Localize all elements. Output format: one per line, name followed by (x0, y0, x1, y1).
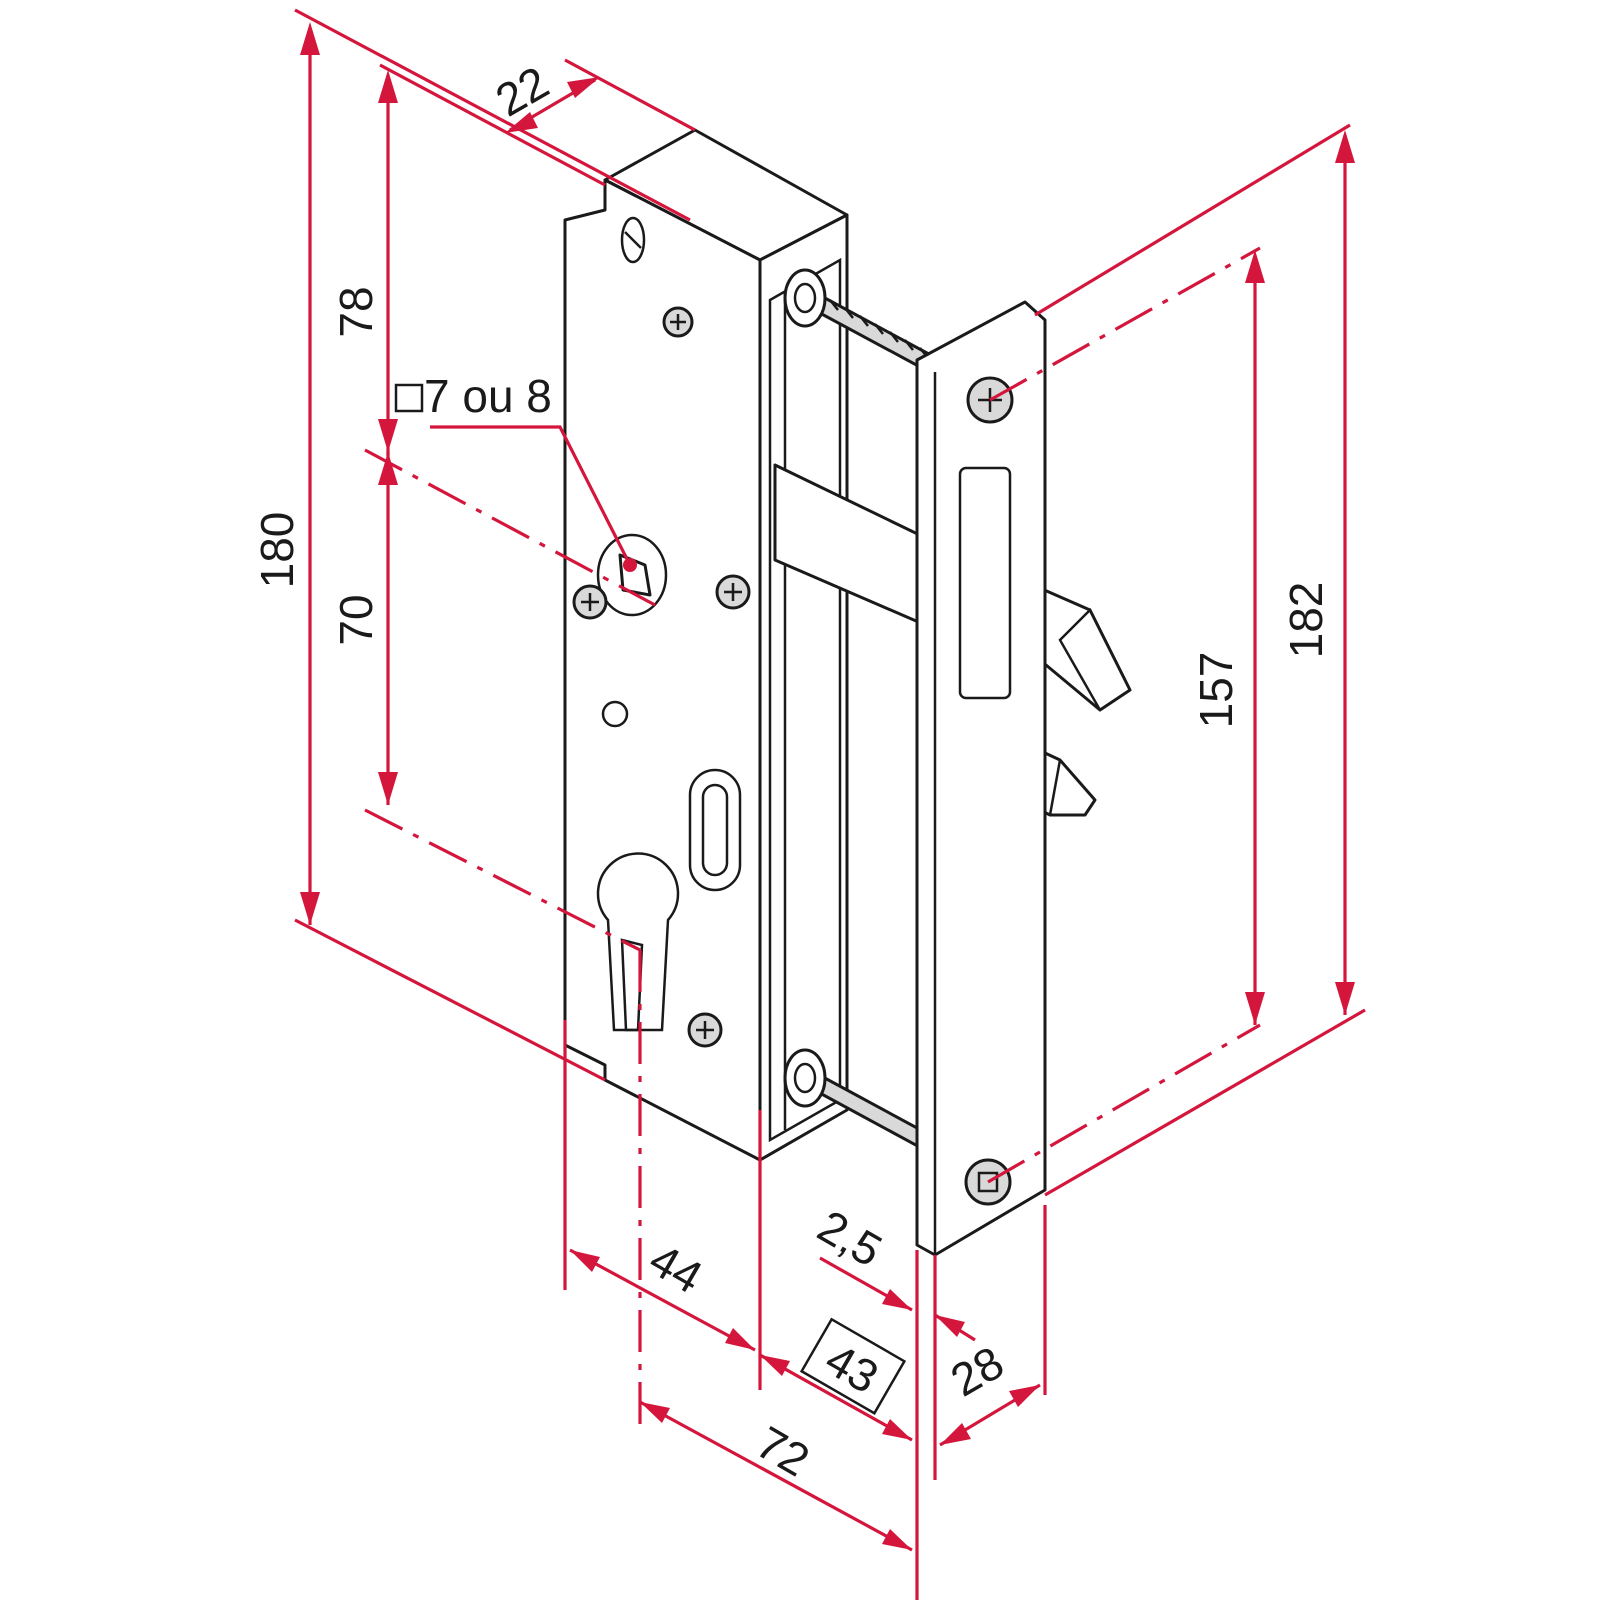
cylinder-hole (596, 852, 680, 1032)
dim-78: 78 (330, 286, 382, 337)
front-plate-details (572, 216, 751, 1048)
dim-182: 182 (1280, 582, 1332, 659)
dim-157: 157 (1190, 652, 1242, 729)
oval-slot (688, 768, 742, 892)
dim-180: 180 (251, 512, 303, 589)
boxed-dimension: 43 (799, 1317, 907, 1415)
screw-icon (572, 584, 608, 620)
dim-28: 28 (942, 1336, 1012, 1407)
dim-2-5: 2,5 (809, 1200, 890, 1277)
dim-spindle: 7 ou 8 (424, 370, 552, 422)
dimension-lines (294, 8, 1366, 1600)
screw-icon (662, 306, 694, 338)
faceplate (915, 300, 1047, 1257)
screw-icon (715, 574, 751, 610)
lock-case (563, 128, 849, 1162)
spindle-square-icon (394, 383, 424, 413)
dim-70: 70 (330, 594, 382, 645)
dim-72: 72 (748, 1416, 818, 1487)
screw-icon (687, 1012, 723, 1048)
fixing-rods (783, 268, 942, 1152)
